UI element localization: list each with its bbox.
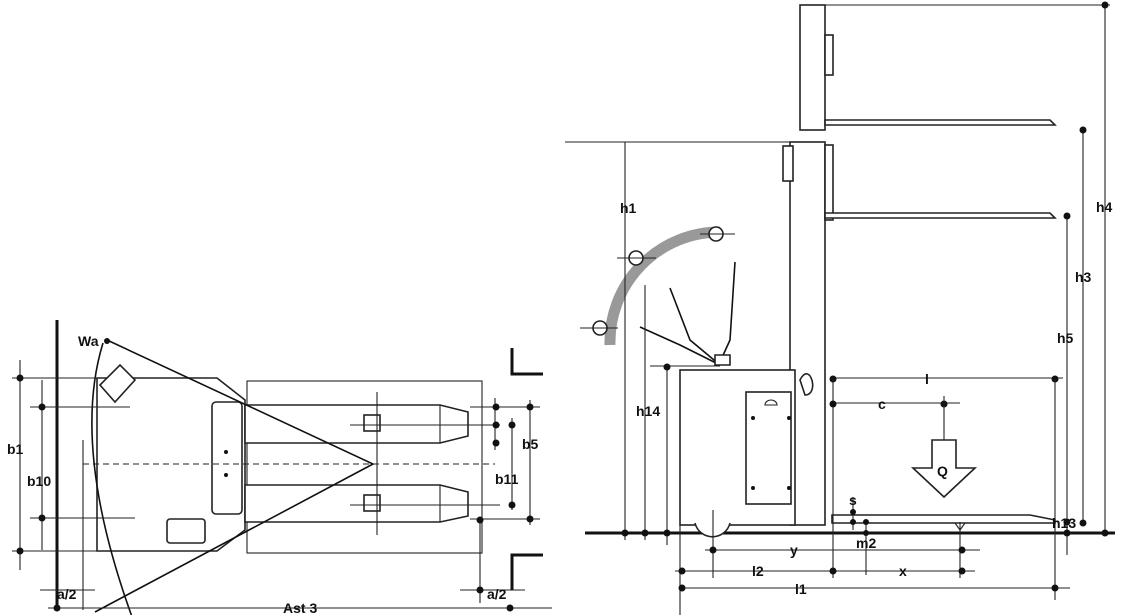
turning-radius-arc xyxy=(91,342,133,615)
label-h1: h1 xyxy=(620,200,637,216)
load-arrow xyxy=(910,439,978,499)
label-l2: l2 xyxy=(752,563,764,579)
pallet-outline xyxy=(246,380,483,554)
tiller-positions xyxy=(639,261,736,366)
label-q: Q xyxy=(937,463,948,479)
label-x: x xyxy=(899,563,907,579)
label-h3: h3 xyxy=(1075,269,1092,285)
label-h4: h4 xyxy=(1096,199,1113,215)
label-a2-right: a/2 xyxy=(487,586,507,602)
control-box xyxy=(166,518,206,544)
label-h13: h13 xyxy=(1052,515,1076,531)
fork-lower-top xyxy=(244,484,469,523)
label-b10: b10 xyxy=(27,473,51,489)
mast xyxy=(789,141,826,526)
label-h5: h5 xyxy=(1057,330,1074,346)
side-view: h1 h4 h3 h5 h14 h13 l c Q s m2 y l2 x l1 xyxy=(565,1,1115,615)
fork-raised-top xyxy=(824,119,1057,126)
load-wheel-lower xyxy=(363,494,381,512)
turning-triangle xyxy=(94,339,375,613)
label-b5: b5 xyxy=(522,436,539,452)
top-view: Wa b1 b10 b5 b11 a/2 a/2 Ast 3 xyxy=(7,320,552,615)
tiller-top xyxy=(98,363,137,404)
fork-upper-top xyxy=(244,404,469,444)
mast-upper-carriage xyxy=(799,4,826,131)
mast-bracket xyxy=(799,373,814,396)
battery-handle xyxy=(211,401,243,515)
tiller-swing-arc xyxy=(604,226,721,346)
label-l1: l1 xyxy=(795,581,807,597)
label-m2: m2 xyxy=(856,535,876,551)
battery-cover xyxy=(745,391,792,505)
label-s: s xyxy=(849,492,857,508)
label-ast3: Ast 3 xyxy=(283,600,317,615)
steer-symbol-low xyxy=(580,320,618,336)
steer-symbol-top xyxy=(700,226,735,242)
label-h14: h14 xyxy=(636,403,660,419)
aisle-corner-top xyxy=(510,348,543,376)
label-b11: b11 xyxy=(495,471,519,487)
label-a2-left: a/2 xyxy=(57,586,77,602)
label-y: y xyxy=(790,542,798,558)
label-l: l xyxy=(925,371,929,387)
aisle-corner-bottom xyxy=(510,553,543,590)
steer-symbol-mid xyxy=(617,250,656,266)
load-wheel-upper xyxy=(363,414,381,432)
label-wa: Wa xyxy=(78,333,99,349)
fork-raised-middle xyxy=(824,212,1057,219)
label-b1: b1 xyxy=(7,441,24,457)
label-c: c xyxy=(878,396,886,412)
